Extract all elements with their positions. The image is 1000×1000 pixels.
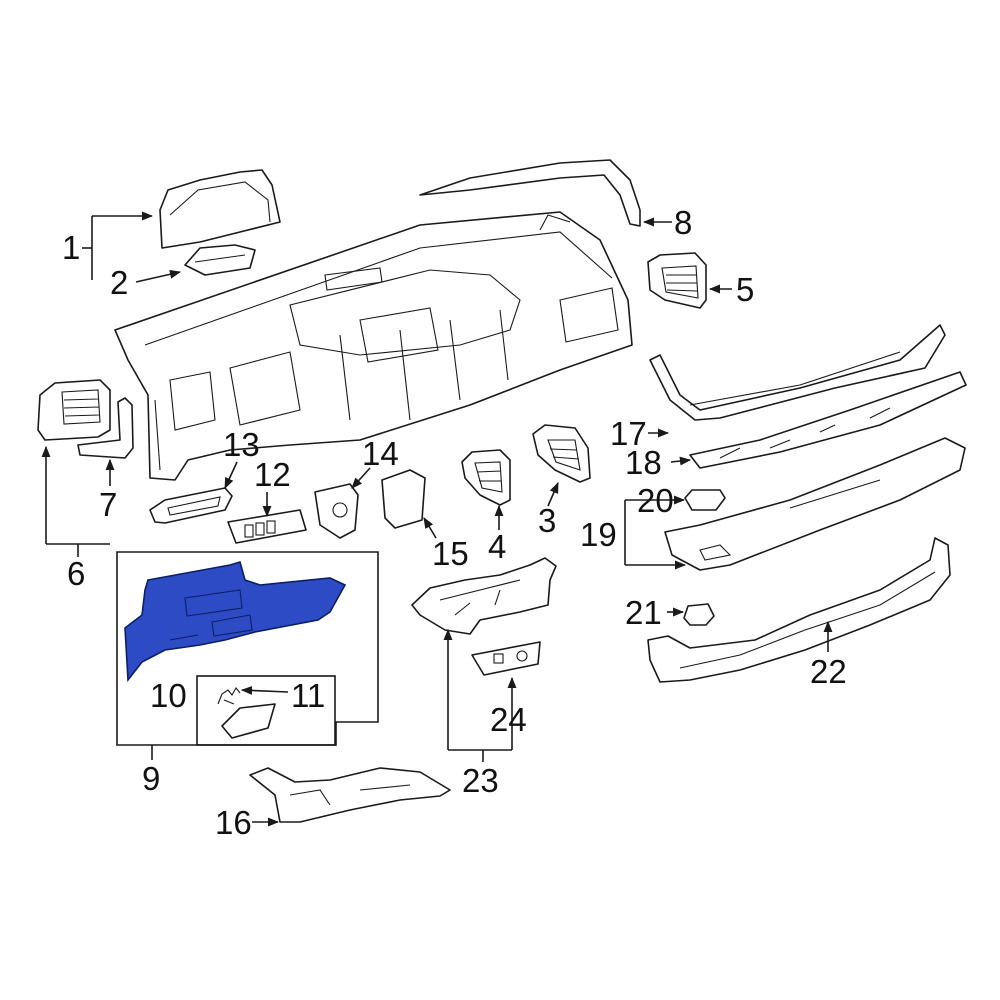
part-spring	[217, 687, 241, 705]
callout-7: 7	[99, 486, 117, 523]
part-center-vent-left	[461, 449, 511, 506]
callout-22: 22	[810, 653, 847, 690]
part-upper-trim-strip	[419, 159, 641, 227]
part-center-vent-right	[532, 424, 591, 483]
callout-8: 8	[674, 204, 692, 241]
part-lower-long-trim	[647, 537, 951, 683]
group-box-10	[196, 675, 336, 746]
callout-24: 24	[490, 701, 527, 738]
part-right-vent	[647, 252, 707, 309]
part-center-bracket	[411, 557, 557, 635]
callout-20: 20	[637, 482, 674, 519]
group-box-9	[116, 551, 379, 746]
part-left-vent-trim	[77, 397, 134, 459]
part-cluster-hood	[159, 169, 281, 249]
callout-6: 6	[67, 555, 85, 592]
instrument-panel	[114, 211, 633, 481]
part-clip-21	[683, 603, 715, 626]
callout-23: 23	[462, 762, 499, 799]
part-lower-right-panel	[664, 437, 966, 571]
callout-21: 21	[625, 594, 662, 631]
part-clip-20	[684, 489, 726, 511]
part-glove-box-highlighted	[124, 560, 347, 683]
callout-4: 4	[488, 528, 506, 565]
callout-9: 9	[142, 760, 160, 797]
callout-19: 19	[580, 516, 617, 553]
callout-12: 12	[254, 456, 291, 493]
callout-13: 13	[223, 426, 260, 463]
part-damper	[221, 703, 276, 739]
part-right-dash-base	[689, 371, 967, 469]
part-switch-panel	[227, 509, 307, 544]
callout-17: 17	[610, 415, 647, 452]
callout-2: 2	[110, 264, 128, 301]
callout-1: 1	[62, 229, 80, 266]
part-side-panel	[381, 469, 426, 529]
callout-3: 3	[538, 502, 556, 539]
callout-18: 18	[625, 444, 662, 481]
callout-16: 16	[215, 804, 252, 841]
part-lower-cover	[249, 767, 451, 823]
part-left-vent	[37, 379, 111, 441]
callout-10: 10	[150, 677, 187, 714]
part-right-dash-trim	[649, 324, 946, 421]
callout-labels: 1 2 3 4 5 6 7 8 9 10 11 12 13 14 15 16 1…	[62, 204, 847, 841]
part-switch-bezel	[149, 487, 233, 524]
callout-14: 14	[362, 435, 399, 472]
callout-15: 15	[432, 535, 469, 572]
leader-lines	[41, 211, 833, 827]
callout-5: 5	[736, 271, 754, 308]
callout-11: 11	[291, 677, 325, 714]
part-small-bracket	[471, 641, 541, 676]
part-knee-cover	[314, 483, 359, 539]
part-cluster-trim	[184, 244, 256, 276]
